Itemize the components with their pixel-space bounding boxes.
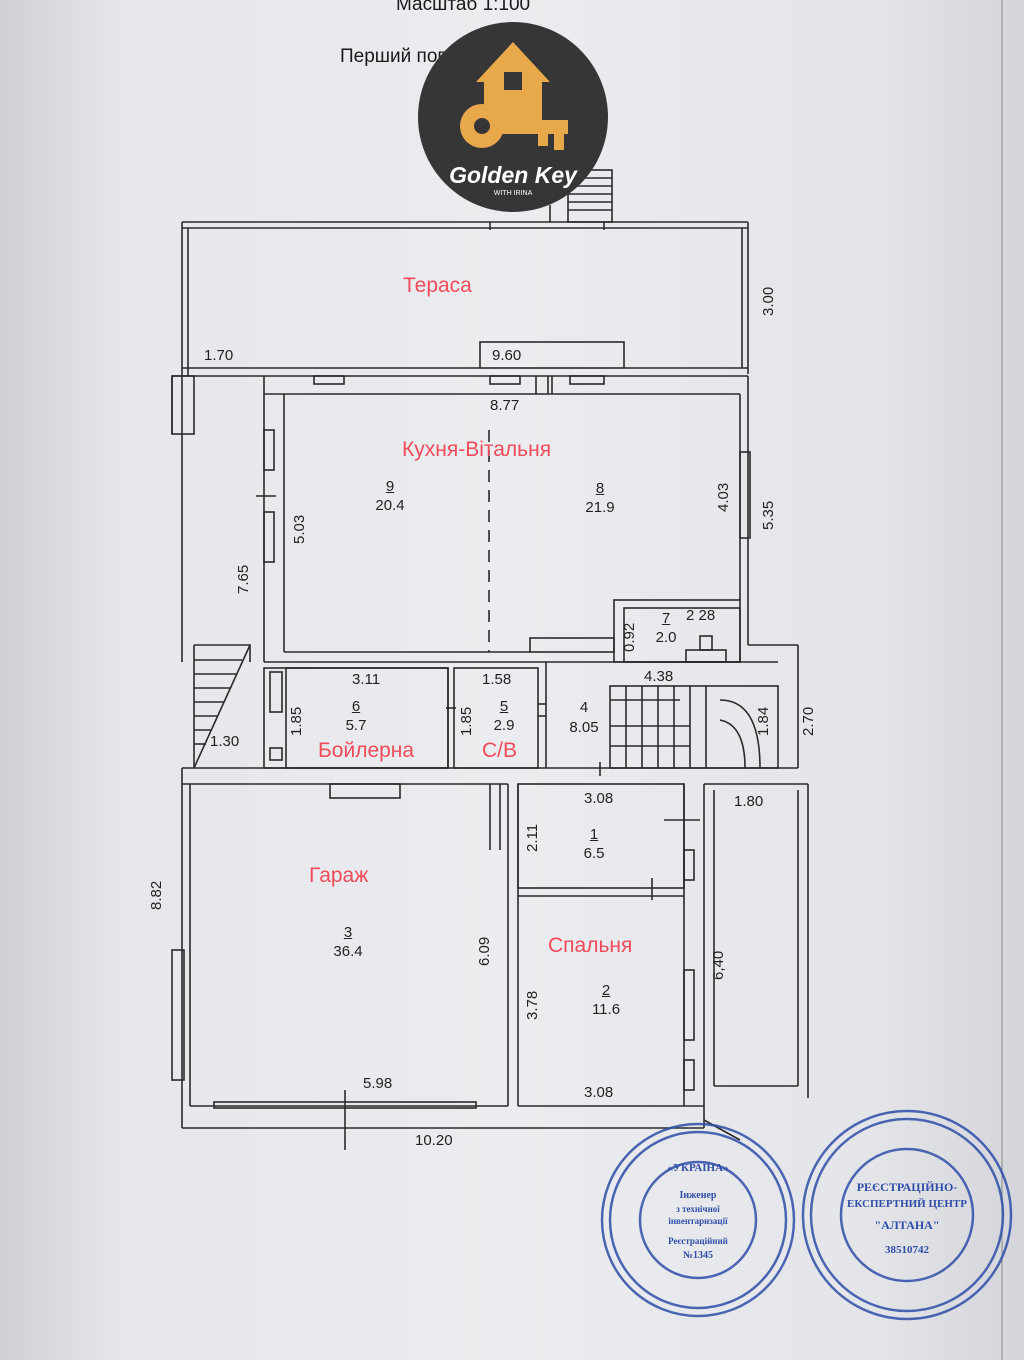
label-wc: С/В xyxy=(482,739,518,762)
label-garage: Гараж xyxy=(309,864,369,887)
stamp-right-line-1: РЕЄСТРАЦІЙНО- xyxy=(856,1180,958,1194)
dim-1-85-wc: 1.85 xyxy=(458,706,475,736)
stamp-registration-center: РЕЄСТРАЦІЙНО- ЕКСПЕРТНИЙ ЦЕНТР "АЛТАНА" … xyxy=(800,1108,1014,1322)
dim-1-85-boiler: 1.85 xyxy=(288,706,305,736)
dim-8-82: 8.82 xyxy=(148,880,165,910)
dim-3-08-top: 3.08 xyxy=(584,790,614,807)
stamp-engineer: «УКРАЇНА» Інженер з технічної інвентариз… xyxy=(598,1120,798,1320)
stamp-left-line-4: Реєстраційний xyxy=(668,1236,728,1246)
dim-5-98: 5.98 xyxy=(363,1075,393,1092)
dim-3-78: 3.78 xyxy=(524,990,541,1020)
dim-2-28: 2 28 xyxy=(686,607,716,624)
dim-6-40: 6,40 xyxy=(710,950,727,980)
dim-6-09: 6.09 xyxy=(476,936,493,966)
dim-3-11: 3.11 xyxy=(352,671,381,688)
label-boiler-room: Бойлерна xyxy=(318,739,415,762)
dim-2-11: 2.11 xyxy=(524,823,541,852)
dim-2-70: 2.70 xyxy=(800,706,817,736)
dim-8-77: 8.77 xyxy=(490,397,520,414)
dim-3-08-bottom: 3.08 xyxy=(584,1084,614,1101)
dim-7-65: 7.65 xyxy=(235,564,252,594)
dim-9-60: 9.60 xyxy=(492,347,522,364)
dim-4-03: 4.03 xyxy=(715,482,732,512)
dim-4-38: 4.38 xyxy=(644,668,674,685)
stamp-left-center: «УКРАЇНА» xyxy=(667,1162,729,1174)
dim-0-92: 0.92 xyxy=(621,622,638,652)
dim-1-30: 1.30 xyxy=(210,733,240,750)
stamp-left-line-5: №1345 xyxy=(682,1250,714,1261)
dim-1-84: 1.84 xyxy=(755,706,772,736)
label-terrace: Тераса xyxy=(403,274,472,297)
house-key-icon xyxy=(460,42,568,150)
dim-5-03: 5.03 xyxy=(291,514,308,544)
stamp-right-line-3: "АЛТАНА" xyxy=(874,1218,940,1232)
dim-5-35: 5.35 xyxy=(760,500,777,530)
stamp-left-line-3: інвентаризації xyxy=(668,1216,728,1226)
label-bedroom: Спальня xyxy=(548,934,633,957)
dim-1-80: 1.80 xyxy=(734,793,764,810)
logo-name: Golden Key xyxy=(449,162,577,188)
stamp-right-line-4: 38510742 xyxy=(885,1244,929,1256)
scale-label: Масштаб 1:100 xyxy=(396,0,531,15)
stamp-left-line-1: Інженер xyxy=(679,1190,717,1201)
dim-3-00: 3.00 xyxy=(760,286,777,316)
stamp-left-line-2: з технічної xyxy=(676,1204,720,1214)
stamp-right-line-2: ЕКСПЕРТНИЙ ЦЕНТР xyxy=(847,1198,967,1210)
dim-1-70: 1.70 xyxy=(204,347,234,364)
dim-1-58: 1.58 xyxy=(482,671,512,688)
dim-10-20: 10.20 xyxy=(415,1132,453,1149)
golden-key-logo: Golden Key WITH IRINA xyxy=(418,22,608,212)
logo-subtitle: WITH IRINA xyxy=(493,190,533,197)
label-kitchen-living: Кухня-Вітальня xyxy=(402,438,552,461)
